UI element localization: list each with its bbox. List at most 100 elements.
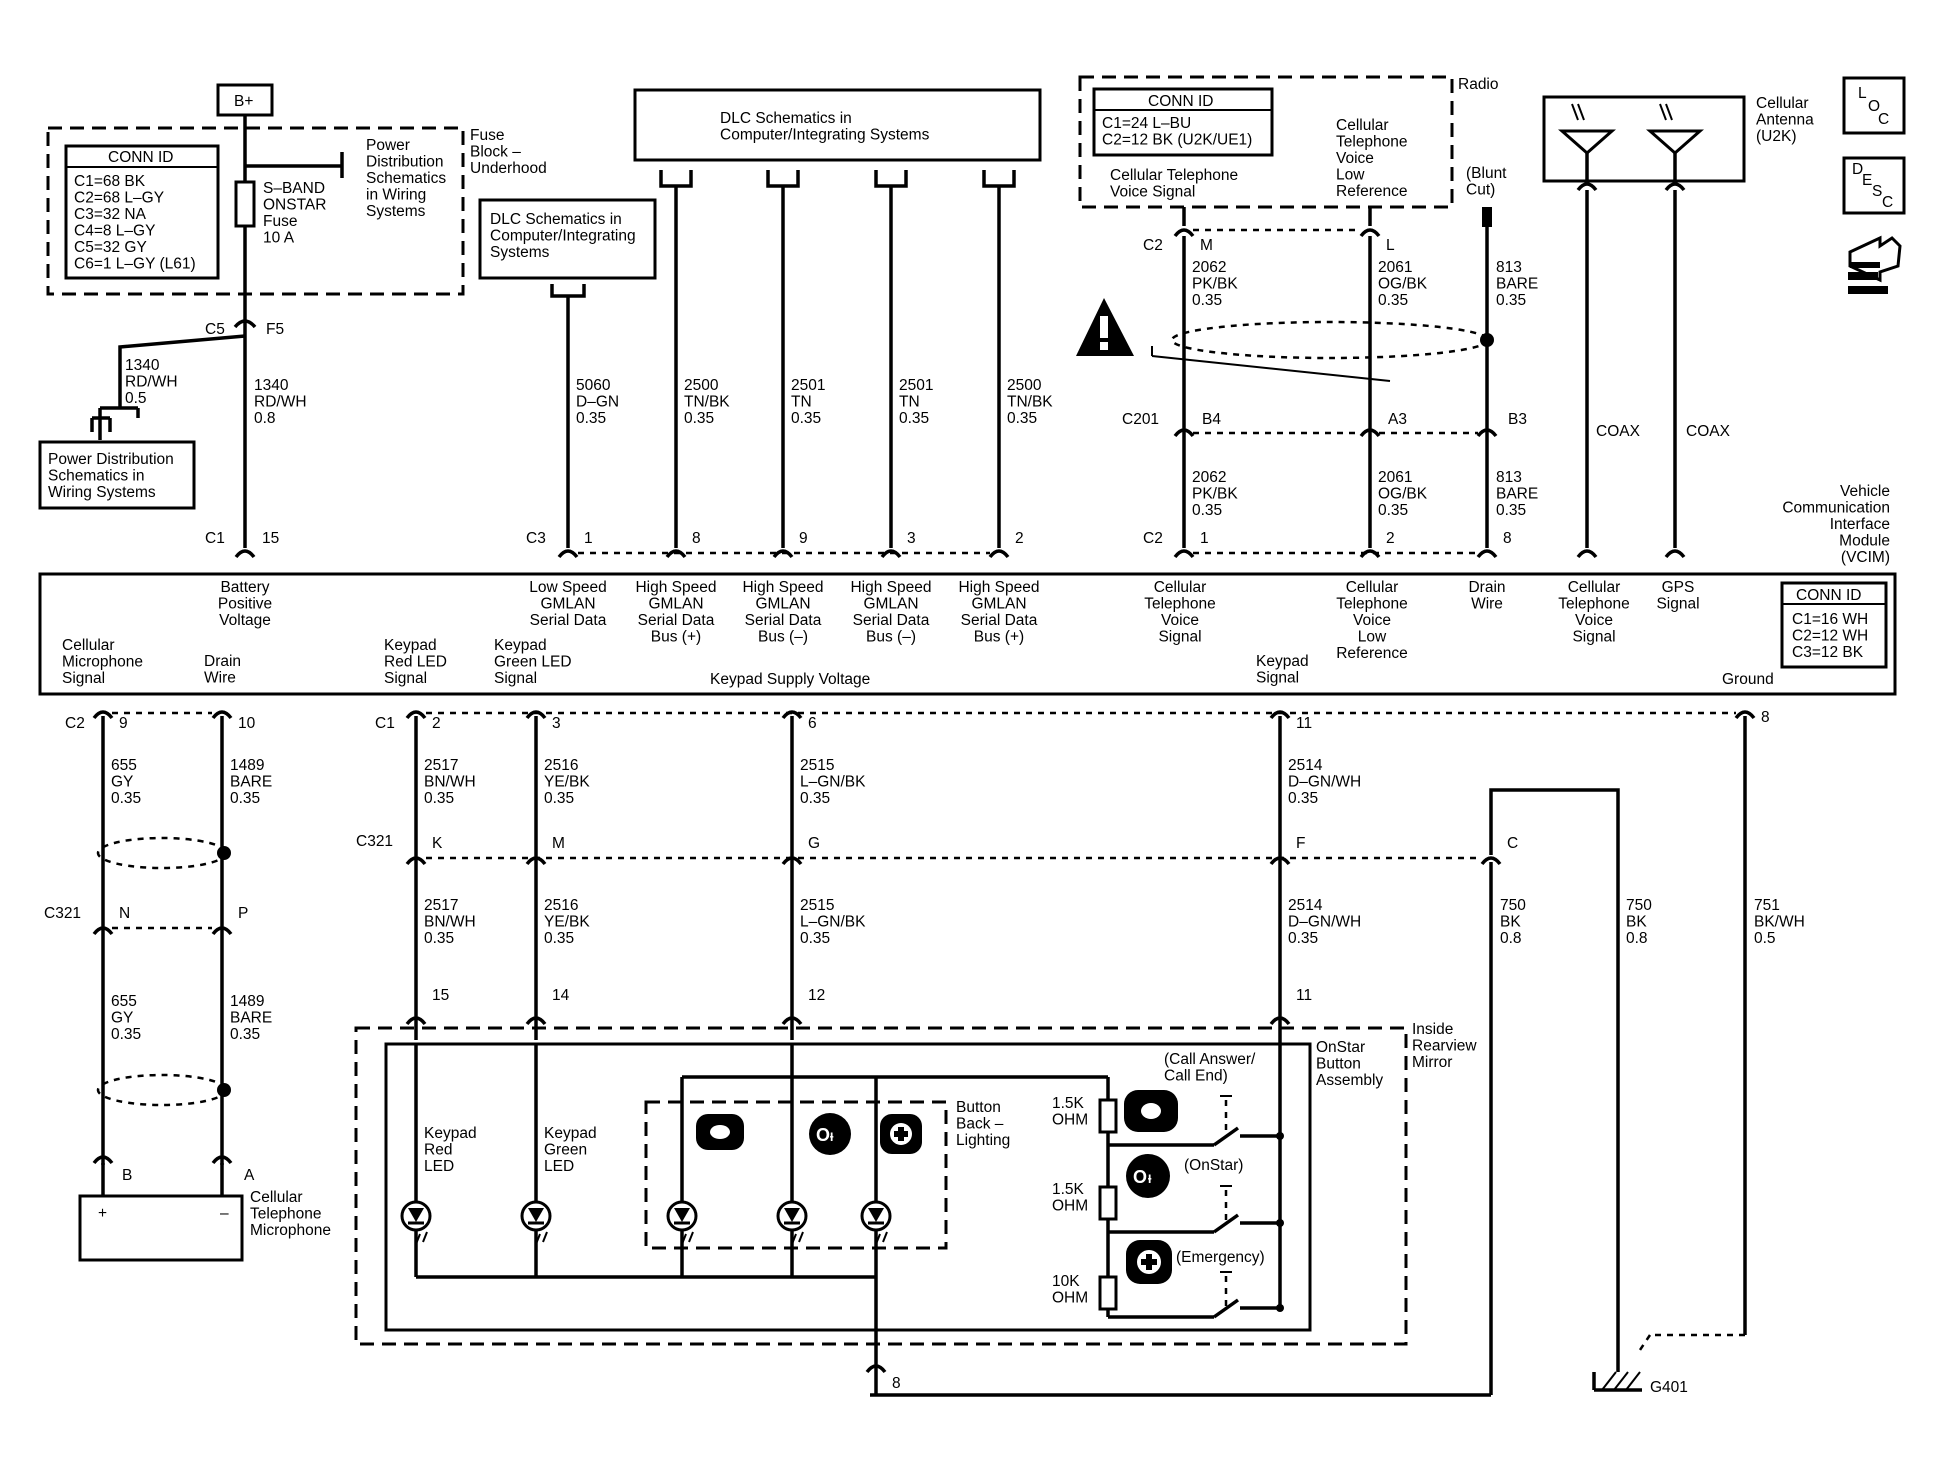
text-line: L–GN/BK [800,914,866,931]
loc-icon[interactable]: L O C [1842,76,1906,135]
text-line: 2515 [800,897,834,914]
text-line: Low [1358,629,1387,646]
text-line: Signal [1656,596,1699,613]
emergency-button-icon[interactable] [880,1114,922,1154]
text-line: Cellular Telephone [1110,167,1238,184]
text-line: 2500 [684,377,719,394]
onstar-switch-icon[interactable]: O Ɨ [1126,1154,1170,1198]
text-line: 655 [111,757,137,774]
text-line: TN [791,394,812,411]
text-line: 0.35 [800,930,830,947]
desc-icon[interactable]: D E S C [1842,156,1906,215]
c3-pin-label: 1 [584,530,593,547]
text-line: C1=24 L–BU [1102,115,1191,132]
text-line: (Blunt [1466,165,1507,182]
text-line: OG/BK [1378,486,1428,503]
svg-text:E: E [1862,172,1872,189]
dlc-schematics-box-small: DLC Schematics inComputer/IntegratingSys… [478,198,657,280]
mic-minus: – [220,1205,229,1222]
vcim-title: VehicleCommunicationInterfaceModule(VCIM… [1782,483,1890,566]
text-line: 0.5 [1754,930,1776,947]
text-line: C3=12 BK [1792,644,1864,661]
call-button-icon[interactable] [696,1114,744,1150]
call-answer-button-icon[interactable] [1124,1090,1178,1132]
mirror-bottom-pin: 8 [892,1375,901,1392]
text-line: Cellular [1568,579,1621,596]
text-line: RD/WH [125,374,178,391]
text-line: 1.5K [1052,1181,1085,1198]
warning-icon [1076,298,1134,356]
text-line: 751 [1754,897,1780,914]
text-line: Assembly [1316,1072,1383,1089]
lower-wire-labels-lower: 2517BN/WH0.352516YE/BK0.352515L–GN/BK0.3… [424,897,1361,947]
text-line: Schematics [366,170,446,187]
svg-text:O: O [1868,98,1880,115]
text-line: in Wiring [366,187,426,204]
fuse-element [234,180,256,228]
text-line: LED [424,1158,454,1175]
radio-c2-label: C2 [1143,237,1163,254]
gmlan-wire-labels: 5060D–GN0.352500TN/BK0.352501TN0.352501T… [576,377,1053,427]
vcim-conn-title: CONN ID [1796,587,1861,604]
c321-upper-label: C321 [356,833,393,850]
lower-wires [96,716,1747,1335]
onstar-button-assembly-circuit: 8 [414,1040,1284,1395]
emergency-switch-icon[interactable] [1126,1240,1172,1284]
onstar-button-icon[interactable]: O Ɨ [809,1113,851,1155]
text-line: 0.35 [1378,292,1408,309]
text-line: Serial Data [530,612,607,629]
vcim-bottom-signals: CellularMicrophoneSignalDrainWireKeypadR… [62,637,1774,688]
led-icon [666,1200,698,1245]
text-line: 750 [1626,897,1652,914]
c3-pin-label: 9 [799,530,808,547]
text-line: YE/BK [544,774,590,791]
text-line: Telephone [1144,596,1216,613]
text-line: Signal [1256,670,1299,687]
text-line: C2=12 BK (U2K/UE1) [1102,132,1252,149]
led-symbols [400,1200,892,1245]
text-line: 0.35 [544,790,574,807]
text-line: C3=32 NA [74,206,147,223]
component-location-icon[interactable] [1848,235,1902,294]
text-line: OHM [1052,1290,1088,1307]
led-icon [520,1200,552,1245]
vcim-c2-bottom-label: C2 [65,715,85,732]
vcim-c1-bottom-label: C1 [375,715,395,732]
coax-label-1: COAX [1596,423,1641,440]
text-line: Power Distribution [48,451,174,468]
connector-pin-symbol [211,926,233,936]
text-line: 2501 [899,377,933,394]
mirror-pin-label: 14 [552,987,570,1004]
text-line: BK [1500,914,1521,931]
text-line: Mirror [1412,1054,1452,1071]
emergency-switch-label: (Emergency) [1176,1249,1265,1266]
c1-bottom-pin-label: 11 [1296,715,1312,732]
text-line: 5060 [576,377,611,394]
text-line: BARE [230,1010,272,1027]
text-line: Reference [1336,645,1408,662]
text-line: TN/BK [684,394,730,411]
connector-pin-symbol [1734,710,1756,720]
text-line: Keypad Supply Voltage [710,671,870,688]
c321-lower-pin-label: N [119,905,130,922]
c1-bottom-pin-label: 6 [808,715,817,732]
text-line: Lighting [956,1132,1010,1149]
text-line: BARE [230,774,272,791]
battery-terminal: B+ [216,83,274,130]
text-line: Battery [220,579,269,596]
text-line: 0.35 [1496,292,1526,309]
led-icon [400,1200,432,1245]
connector-pin-symbol [1476,549,1498,559]
text-line: Keypad [494,637,547,654]
mic-pin-a: A [244,1167,255,1184]
